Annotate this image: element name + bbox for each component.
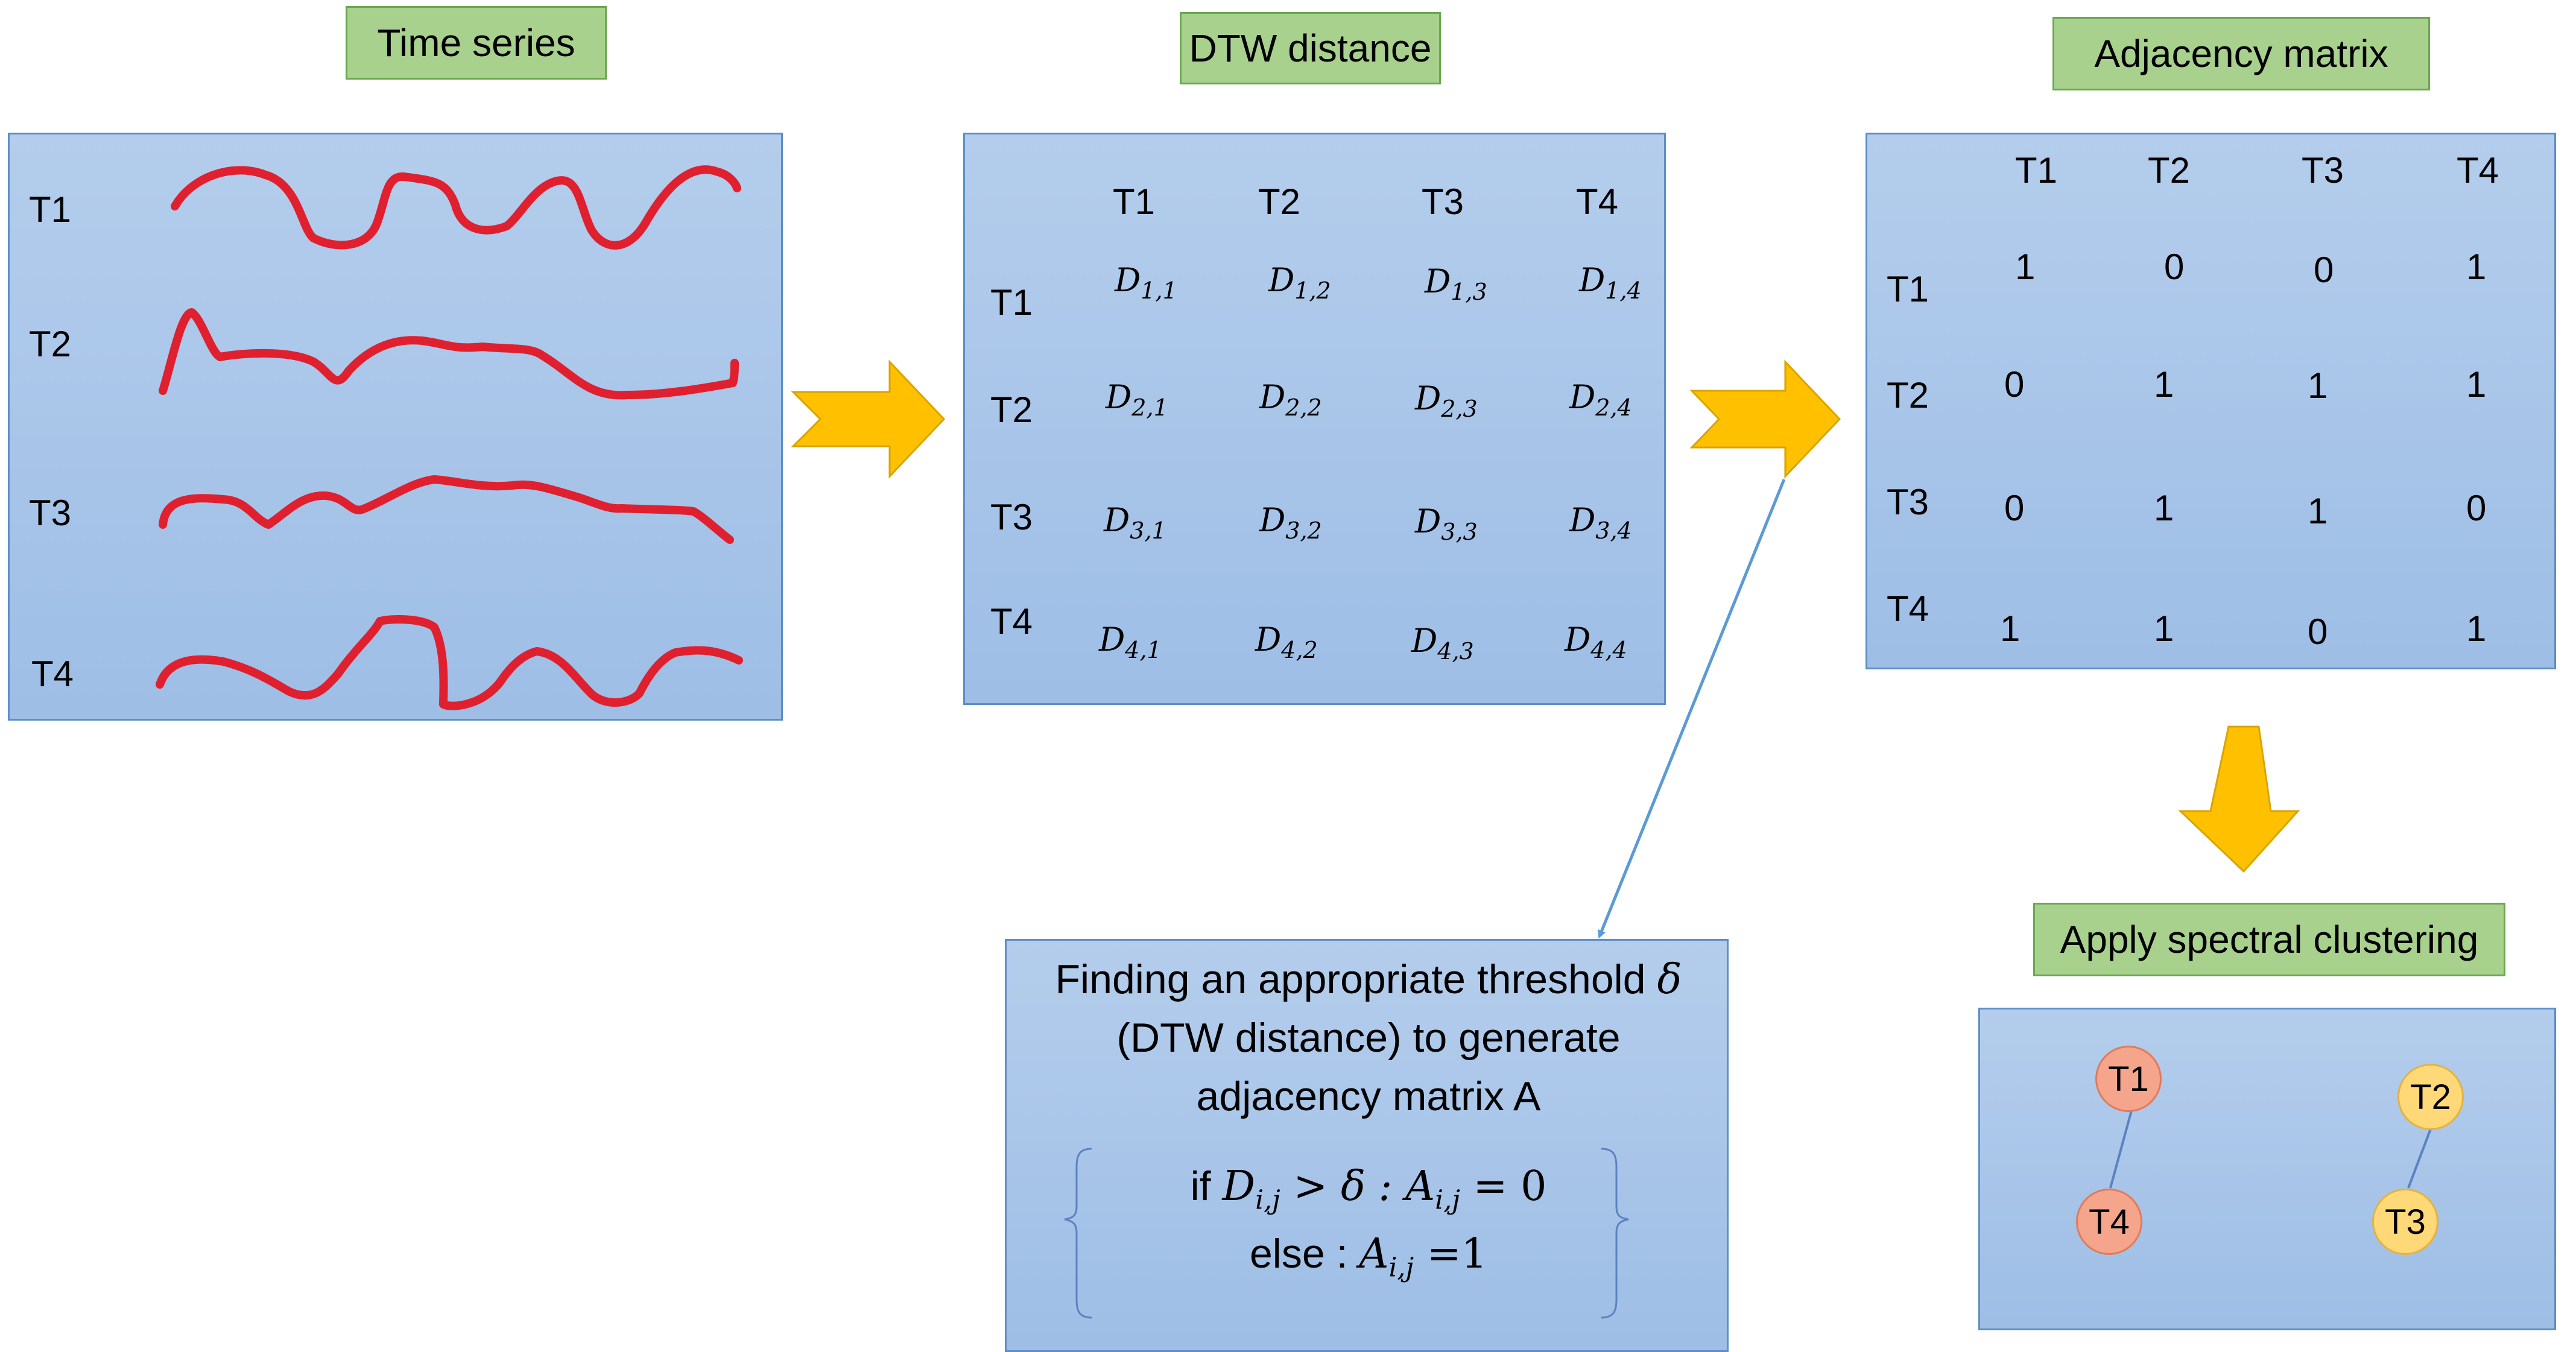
cluster-node-t2: T2 bbox=[2397, 1064, 2464, 1130]
dtw-cell: D4,2 bbox=[1255, 621, 1318, 663]
adj-col-t3: T3 bbox=[2302, 150, 2344, 191]
adj-cell: 0 bbox=[2004, 488, 2025, 528]
dtw-row-t1: T1 bbox=[990, 282, 1033, 323]
dtw-cell: D2,4 bbox=[1569, 378, 1632, 421]
dtw-cell: D1,3 bbox=[1425, 262, 1487, 305]
adj-col-t2: T2 bbox=[2148, 150, 2191, 191]
adj-cell: 1 bbox=[2466, 247, 2487, 287]
dtw-cell: D1,1 bbox=[1115, 261, 1177, 304]
adj-cell: 0 bbox=[2466, 488, 2487, 528]
adj-row-t4: T4 bbox=[1887, 589, 1929, 629]
adj-row-t3: T3 bbox=[1887, 482, 1929, 522]
dtw-cell: D3,4 bbox=[1569, 501, 1632, 544]
right-arrow-icon bbox=[1689, 359, 1841, 479]
dtw-cell: D3,3 bbox=[1415, 502, 1478, 545]
adj-cell: 1 bbox=[2154, 608, 2174, 649]
adj-cell: 0 bbox=[2308, 611, 2328, 652]
threshold-panel: Finding an appropriate threshold δ (DTW … bbox=[1005, 939, 1729, 1352]
condition-if: if Di,j > δ : Ai,j = 0 bbox=[1190, 1163, 1547, 1216]
dtw-row-t2: T2 bbox=[990, 390, 1033, 430]
cluster-edge-t1-t4 bbox=[2109, 1108, 2133, 1189]
dtw-col-t3: T3 bbox=[1422, 182, 1464, 222]
left-brace bbox=[1064, 1148, 1092, 1319]
dtw-row-t3: T3 bbox=[990, 497, 1033, 537]
adj-cell: 1 bbox=[2000, 608, 2021, 649]
threshold-line-1: Finding an appropriate threshold δ bbox=[1055, 956, 1682, 1003]
adjacency-matrix-panel: T1 T2 T3 T4 T1 T2 T3 T4 1 0 0 1 0 1 1 1 … bbox=[1866, 133, 2556, 669]
cluster-edge-t2-t3 bbox=[2407, 1128, 2432, 1189]
dtw-col-t4: T4 bbox=[1576, 182, 1619, 222]
time-series-header: Time series bbox=[346, 6, 607, 80]
series-curve-t4 bbox=[156, 615, 743, 710]
right-arrow-icon bbox=[791, 359, 946, 479]
threshold-line-3: adjacency matrix A bbox=[1196, 1073, 1541, 1119]
dtw-cell: D3,2 bbox=[1259, 501, 1322, 544]
series-curve-t3 bbox=[159, 475, 734, 544]
adj-cell: 0 bbox=[2314, 250, 2334, 290]
adj-cell: 0 bbox=[2164, 247, 2185, 287]
series-label-t4: T4 bbox=[31, 654, 74, 694]
series-label-t1: T1 bbox=[29, 189, 72, 230]
dtw-col-t1: T1 bbox=[1113, 182, 1156, 222]
cluster-node-t3: T3 bbox=[2372, 1189, 2438, 1255]
adj-cell: 0 bbox=[2004, 364, 2025, 405]
spectral-clustering-panel bbox=[1978, 1008, 2556, 1330]
adj-cell: 1 bbox=[2015, 247, 2036, 287]
dtw-col-t2: T2 bbox=[1258, 182, 1301, 222]
adj-row-t1: T1 bbox=[1887, 269, 1929, 309]
adj-row-t2: T2 bbox=[1887, 375, 1929, 415]
dtw-cell: D2,2 bbox=[1259, 378, 1322, 421]
down-arrow-icon bbox=[2178, 725, 2300, 873]
adj-col-t4: T4 bbox=[2457, 150, 2499, 191]
dtw-cell: D2,1 bbox=[1106, 378, 1168, 421]
adj-col-t1: T1 bbox=[2015, 150, 2058, 191]
adj-cell: 1 bbox=[2466, 364, 2487, 405]
series-label-t2: T2 bbox=[29, 324, 72, 364]
dtw-cell: D1,2 bbox=[1268, 261, 1331, 304]
adjacency-matrix-header: Adjacency matrix bbox=[2052, 17, 2430, 90]
dtw-row-t4: T4 bbox=[990, 601, 1033, 642]
adj-cell: 1 bbox=[2308, 365, 2328, 406]
dtw-cell: D4,4 bbox=[1565, 621, 1627, 663]
adj-cell: 1 bbox=[2154, 364, 2174, 405]
spectral-clustering-header: Apply spectral clustering bbox=[2033, 903, 2505, 976]
series-curve-t1 bbox=[171, 165, 741, 250]
series-curve-t2 bbox=[159, 308, 739, 400]
dtw-cell: D4,3 bbox=[1411, 622, 1474, 665]
dtw-cell: D2,3 bbox=[1415, 379, 1478, 422]
condition-else: else : Ai,j =1 bbox=[1249, 1230, 1488, 1283]
series-label-t3: T3 bbox=[29, 493, 72, 533]
dtw-cell: D4,1 bbox=[1099, 621, 1162, 663]
cluster-node-t4: T4 bbox=[2076, 1189, 2142, 1255]
adj-cell: 1 bbox=[2308, 491, 2328, 531]
connector-line bbox=[1598, 479, 1786, 939]
threshold-line-2: (DTW distance) to generate bbox=[1116, 1015, 1621, 1061]
dtw-distance-panel: T1 T2 T3 T4 T1 T2 T3 T4 D1,1 D1,2 D1,3 D… bbox=[963, 133, 1666, 705]
adj-cell: 1 bbox=[2154, 488, 2174, 528]
adj-cell: 1 bbox=[2466, 608, 2487, 649]
dtw-cell: D1,4 bbox=[1579, 261, 1642, 304]
cluster-node-t1: T1 bbox=[2095, 1046, 2162, 1112]
right-brace bbox=[1601, 1148, 1629, 1319]
dtw-distance-header: DTW distance bbox=[1180, 12, 1441, 84]
dtw-cell: D3,1 bbox=[1104, 501, 1166, 544]
